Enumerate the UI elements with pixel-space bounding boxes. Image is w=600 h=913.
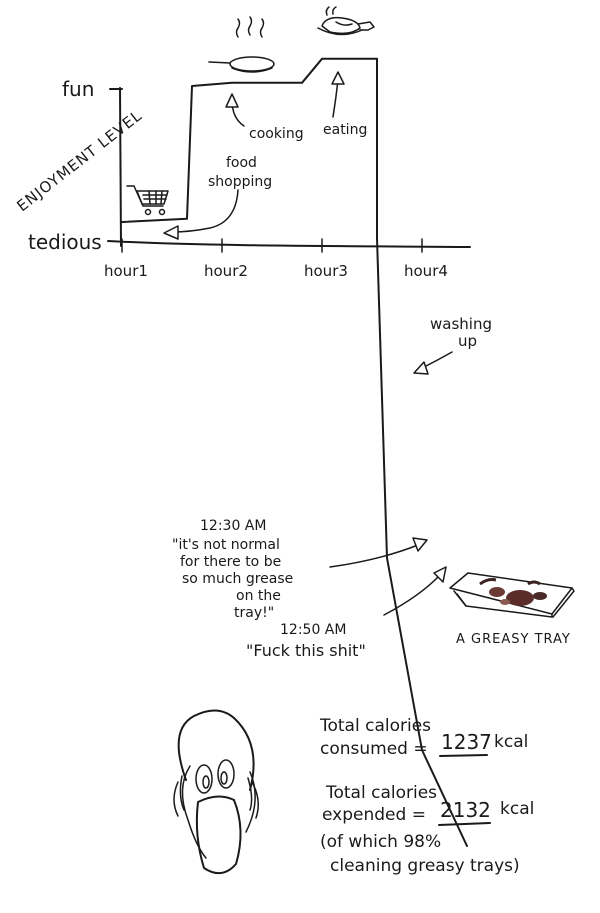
expended-note-line1: (of which 98% [320, 832, 441, 852]
annotation-washing-line2: up [458, 332, 477, 350]
expended-unit: kcal [500, 799, 534, 819]
arrow-food-shopping [163, 189, 239, 240]
consumed-label-line2: consumed = [320, 739, 428, 759]
quote-1250-time: 12:50 AM [280, 622, 346, 638]
arrow-quote-1230 [329, 537, 428, 568]
x-tick-label-4: hour4 [404, 262, 448, 280]
x-tick-label-3: hour3 [304, 262, 348, 280]
y-label-tedious: tedious [28, 230, 102, 254]
expended-label-line1: Total calories [325, 783, 437, 803]
annotation-food-line2: shopping [208, 174, 272, 190]
quote-1230-line5: tray!" [234, 605, 274, 621]
x-tick-label-1: hour1 [104, 262, 148, 280]
annotation-cooking: cooking [249, 126, 304, 142]
consumed-label-line1: Total calories [319, 716, 431, 736]
x-axis [107, 240, 471, 248]
quote-1230-time: 12:30 AM [200, 518, 266, 534]
x-ticks [121, 238, 423, 253]
expended-value: 2132 [440, 798, 491, 822]
quote-1250-line1: "Fuck this shit" [246, 641, 366, 660]
consumed-value: 1237 [441, 730, 492, 754]
calories-expended: Total calories expended = 2132 kcal (of … [320, 783, 534, 876]
annotation-washing-line1: washing [430, 315, 492, 333]
calories-consumed: Total calories consumed = 1237 kcal [319, 716, 528, 759]
expended-note-line2: cleaning greasy trays) [330, 856, 520, 876]
arrow-washing-up [413, 351, 453, 375]
quote-1230-line2: for there to be [180, 554, 281, 570]
arrow-quote-1250 [383, 566, 447, 616]
y-axis-title: ENJOYMENT LEVEL [13, 106, 145, 215]
roast-chicken-icon [317, 6, 375, 36]
arrow-cooking [225, 93, 245, 127]
greasy-tray-icon [449, 572, 575, 618]
frying-pan-icon [208, 16, 275, 73]
y-label-fun: fun [62, 77, 94, 101]
quote-1230-line3: so much grease [182, 571, 293, 587]
series-line-enjoyment [121, 57, 468, 847]
arrow-eating [331, 71, 345, 118]
quote-1230-line1: "it's not normal [172, 537, 280, 553]
shopping-cart-icon [126, 185, 169, 216]
annotation-eating: eating [323, 122, 367, 138]
consumed-unit: kcal [494, 732, 528, 752]
quote-1230-line4: on the [236, 588, 281, 604]
y-axis [109, 87, 123, 247]
x-tick-labels: hour1 hour2 hour3 hour4 [104, 262, 448, 280]
quote-1250: 12:50 AM "Fuck this shit" [246, 622, 366, 660]
quote-1230: 12:30 AM "it's not normal for there to b… [172, 518, 293, 621]
expended-label-line2: expended = [322, 805, 426, 825]
x-tick-label-2: hour2 [204, 262, 248, 280]
annotation-food-line1: food [226, 155, 257, 171]
annotation-greasy-tray: A GREASY TRAY [456, 632, 571, 647]
screaming-face-icon [173, 709, 259, 875]
